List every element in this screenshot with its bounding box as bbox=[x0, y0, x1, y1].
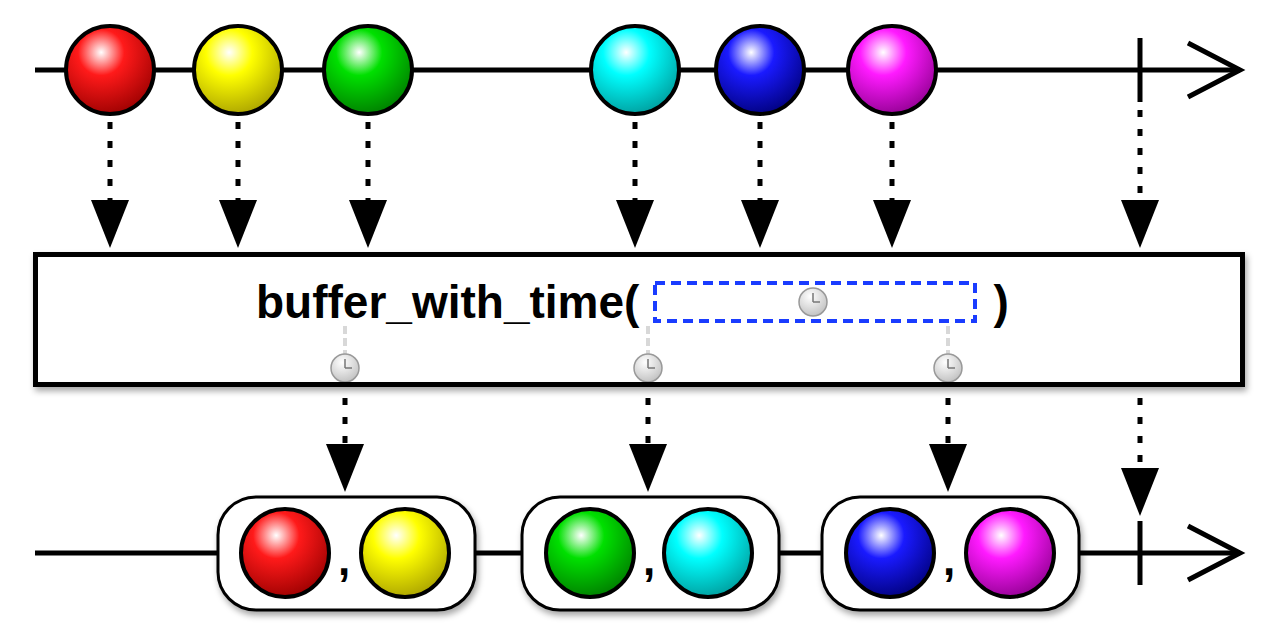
buffer-group bbox=[522, 497, 779, 610]
flow-arrow bbox=[741, 122, 779, 248]
separator: , bbox=[338, 538, 350, 582]
flow-arrow bbox=[349, 122, 387, 248]
time-parameter bbox=[653, 281, 985, 325]
marble bbox=[546, 509, 634, 597]
buffer-group bbox=[218, 497, 475, 610]
flow-arrow bbox=[1121, 110, 1159, 248]
marble bbox=[848, 26, 936, 114]
buffer-group bbox=[822, 497, 1079, 610]
operator-label: buffer_with_time( bbox=[256, 275, 639, 330]
marble bbox=[241, 509, 329, 597]
operator-label: ) bbox=[993, 275, 1008, 330]
flow-arrow bbox=[91, 122, 129, 248]
flow-arrow bbox=[616, 122, 654, 248]
marble bbox=[194, 26, 282, 114]
separator: , bbox=[643, 538, 655, 582]
clock-icon bbox=[934, 354, 962, 382]
flow-arrow bbox=[326, 398, 364, 492]
flow-arrow bbox=[219, 122, 257, 248]
time-marker bbox=[646, 326, 650, 354]
time-marker bbox=[946, 326, 950, 354]
clock-icon bbox=[331, 354, 359, 382]
operator-box: buffer_with_time() bbox=[33, 252, 1245, 387]
marble bbox=[846, 509, 934, 597]
marble bbox=[716, 26, 804, 114]
flow-arrow bbox=[929, 398, 967, 492]
flow-arrow bbox=[1121, 398, 1159, 516]
flow-arrow bbox=[873, 122, 911, 248]
marble bbox=[664, 509, 752, 597]
marble bbox=[361, 509, 449, 597]
marble bbox=[966, 509, 1054, 597]
marble bbox=[66, 26, 154, 114]
marble bbox=[591, 26, 679, 114]
separator: , bbox=[943, 538, 955, 582]
marble bbox=[324, 26, 412, 114]
operator-ground bbox=[33, 252, 1245, 387]
clock-icon bbox=[634, 354, 662, 382]
flow-arrow bbox=[629, 398, 667, 492]
time-marker bbox=[343, 326, 347, 354]
